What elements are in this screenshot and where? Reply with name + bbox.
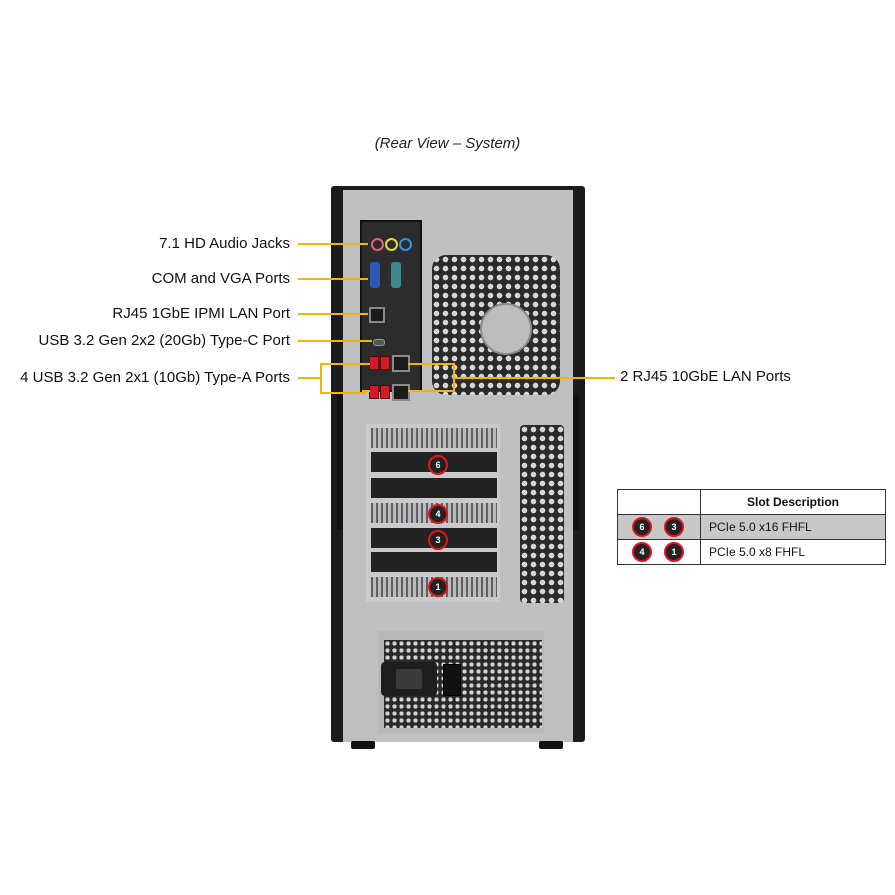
callout-line bbox=[408, 390, 454, 392]
label-lan: 2 RJ45 10GbE LAN Ports bbox=[620, 368, 791, 385]
ipmi-lan-port-icon bbox=[369, 307, 385, 323]
slot-bracket bbox=[371, 552, 497, 572]
callout-line bbox=[362, 390, 370, 392]
table-header: Slot Description bbox=[700, 489, 886, 515]
side-vent bbox=[520, 425, 564, 603]
slot-badge: 4 bbox=[632, 542, 652, 562]
callout-line bbox=[298, 313, 368, 315]
callout-line bbox=[455, 377, 615, 379]
badge-cell: 4 1 bbox=[617, 539, 701, 565]
slot-badge: 1 bbox=[664, 542, 684, 562]
callout-line bbox=[298, 340, 372, 342]
table-header-empty bbox=[617, 489, 701, 515]
fan-logo-icon bbox=[480, 303, 532, 355]
slot-badge: 6 bbox=[428, 455, 448, 475]
table-row: 4 1 PCIe 5.0 x8 FHFL bbox=[617, 539, 886, 565]
callout-line bbox=[408, 363, 454, 365]
usb-c-port-icon bbox=[373, 339, 385, 346]
label-usb-a: 4 USB 3.2 Gen 2x1 (10Gb) Type-A Ports bbox=[20, 369, 290, 386]
com-port-icon bbox=[391, 262, 401, 288]
usb-a-port-icon bbox=[369, 385, 379, 399]
usb-a-port-icon bbox=[369, 356, 379, 370]
callout-line bbox=[298, 243, 368, 245]
slot-badge: 4 bbox=[428, 504, 448, 524]
slot-badge: 3 bbox=[664, 517, 684, 537]
foot bbox=[351, 741, 375, 749]
slot-badge: 6 bbox=[632, 517, 652, 537]
callout-line bbox=[453, 363, 455, 392]
foot bbox=[539, 741, 563, 749]
right-handle bbox=[573, 395, 579, 530]
usb-a-port-icon bbox=[380, 356, 390, 370]
audio-jack-icon bbox=[371, 238, 384, 251]
audio-jack-icon bbox=[385, 238, 398, 251]
usb-a-port-icon bbox=[380, 385, 390, 399]
slot-description-table: Slot Description 6 3 PCIe 5.0 x16 FHFL 4… bbox=[617, 489, 886, 565]
diagram-title: (Rear View – System) bbox=[374, 135, 521, 152]
table-row: 6 3 PCIe 5.0 x16 FHFL bbox=[617, 514, 886, 540]
slot-badge: 3 bbox=[428, 530, 448, 550]
lan-port-icon bbox=[392, 384, 410, 401]
callout-line bbox=[298, 278, 368, 280]
label-usb-c: USB 3.2 Gen 2x2 (20Gb) Type-C Port bbox=[38, 332, 290, 349]
power-switch bbox=[443, 664, 461, 696]
callout-line bbox=[362, 363, 370, 365]
label-ipmi: RJ45 1GbE IPMI LAN Port bbox=[112, 305, 290, 322]
badge-cell: 6 3 bbox=[617, 514, 701, 540]
slot-bracket bbox=[371, 478, 497, 498]
left-handle bbox=[337, 395, 343, 530]
callout-line bbox=[298, 377, 320, 379]
label-audio: 7.1 HD Audio Jacks bbox=[159, 235, 290, 252]
slot-badge: 1 bbox=[428, 577, 448, 597]
vga-port-icon bbox=[370, 262, 380, 288]
slot-description: PCIe 5.0 x8 FHFL bbox=[700, 539, 886, 565]
slot-bracket bbox=[371, 428, 497, 448]
slot-description: PCIe 5.0 x16 FHFL bbox=[700, 514, 886, 540]
audio-jack-icon bbox=[399, 238, 412, 251]
power-inlet-socket-icon bbox=[396, 669, 422, 689]
label-com-vga: COM and VGA Ports bbox=[151, 270, 290, 287]
usb-a-bracket bbox=[320, 363, 366, 394]
